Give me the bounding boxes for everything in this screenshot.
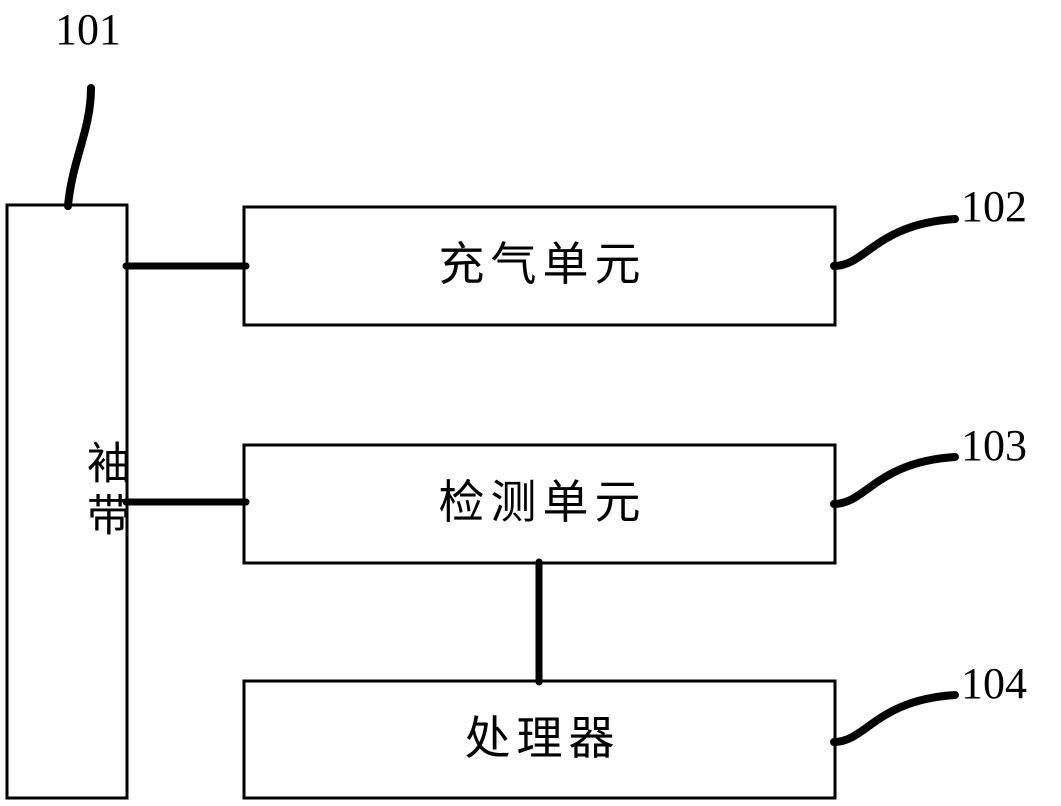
box-label-detection-unit: 检测单元	[438, 475, 647, 529]
reference-numeral-104: 104	[961, 659, 1027, 708]
leader-line-102	[830, 215, 959, 270]
reference-numeral-102: 102	[961, 182, 1027, 231]
box-label-inflation-unit: 充气单元	[438, 237, 647, 291]
leader-line-104	[830, 691, 959, 746]
leader-line-101	[64, 84, 95, 210]
box-label-cuff: 袖带	[79, 440, 130, 544]
box-label-processor: 处理器	[464, 711, 621, 765]
reference-numeral-101: 101	[55, 5, 121, 54]
reference-numeral-103: 103	[961, 421, 1027, 470]
leader-line-103	[830, 453, 959, 508]
